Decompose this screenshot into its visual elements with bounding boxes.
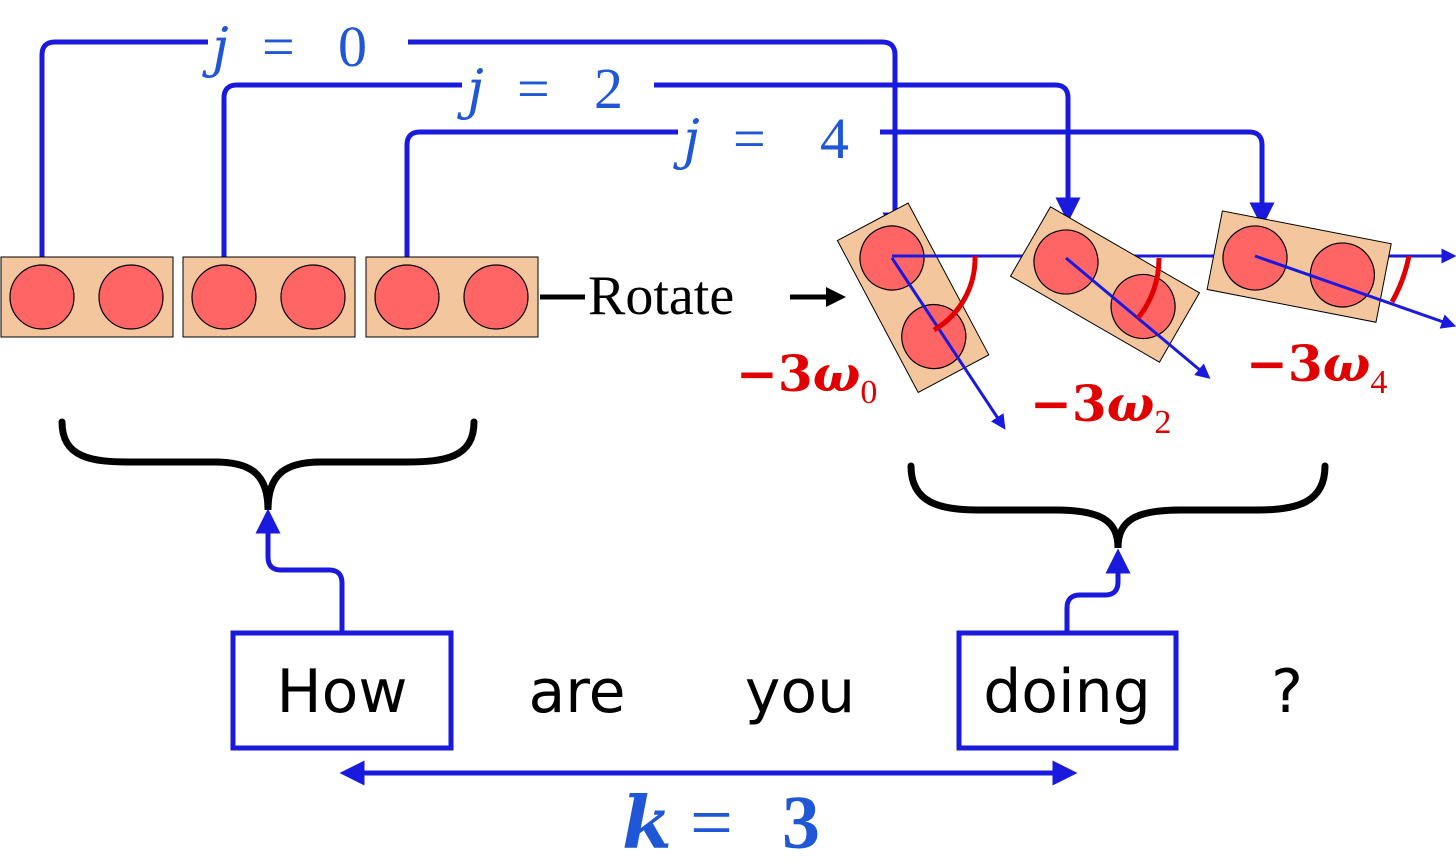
svg-text:−3ω2: −3ω2: [1030, 374, 1171, 441]
label-j2-num: 2: [594, 56, 623, 121]
word-box-doing: [956, 630, 1179, 751]
word-are: are: [528, 657, 625, 727]
embedding-dot: [191, 264, 257, 330]
rotated-vector-4: [1254, 254, 1456, 329]
arrow-how-to-brace: [255, 508, 345, 632]
angle-arc-4: [1389, 255, 1412, 304]
label-j0-num: 0: [338, 14, 367, 79]
rotated-vector-2: [1065, 256, 1211, 379]
rotated-box-0: [836, 202, 1456, 430]
rotated-box-4: [1206, 210, 1456, 329]
angle-label-0: −3ω0: [736, 344, 877, 411]
label-j4-eq: =: [733, 106, 766, 171]
connector-j0: [39, 39, 895, 265]
brace-left: [58, 418, 478, 511]
connector-j4: [404, 129, 1262, 265]
angle-arc-2: [1136, 257, 1162, 320]
angle-label-4: −3ω4: [1246, 334, 1387, 401]
label-k-var: k: [622, 780, 672, 862]
embedding-dot: [280, 264, 346, 330]
connector-j2: [221, 82, 1068, 265]
arrow-doing-to-brace: [1064, 548, 1131, 632]
label-j4-var: j: [673, 108, 700, 171]
label-j0-var: j: [202, 16, 229, 79]
angle-arc-0: [932, 255, 978, 333]
word-box-how: [230, 630, 454, 751]
svg-text:−3ω0: −3ω0: [736, 344, 877, 411]
embedding-dot: [463, 264, 529, 330]
label-j0-eq: =: [262, 14, 295, 79]
word-doing: doing: [983, 657, 1151, 727]
svg-text:−3ω4: −3ω4: [1246, 334, 1387, 401]
embedding-dot: [98, 264, 164, 330]
label-j2-var: j: [457, 58, 484, 121]
rotate-label: Rotate: [588, 265, 734, 327]
label-j4-num: 4: [820, 106, 849, 171]
rotated-vector-0: [890, 257, 1006, 430]
word-question-mark: ?: [1271, 657, 1303, 727]
label-j2-eq: =: [517, 56, 550, 121]
brace-right: [907, 462, 1329, 549]
label-k-eq: =: [690, 781, 733, 862]
label-k-num: 3: [782, 781, 820, 862]
embedding-box-2: [365, 256, 539, 338]
angle-label-2: −3ω2: [1030, 374, 1171, 441]
embedding-dot: [374, 264, 440, 330]
word-you: you: [745, 657, 855, 727]
word-how: How: [277, 657, 408, 727]
rotated-box-2: [1009, 206, 1211, 379]
embedding-box-0: [0, 256, 174, 338]
embedding-box-1: [182, 256, 356, 338]
embedding-dot: [9, 264, 75, 330]
